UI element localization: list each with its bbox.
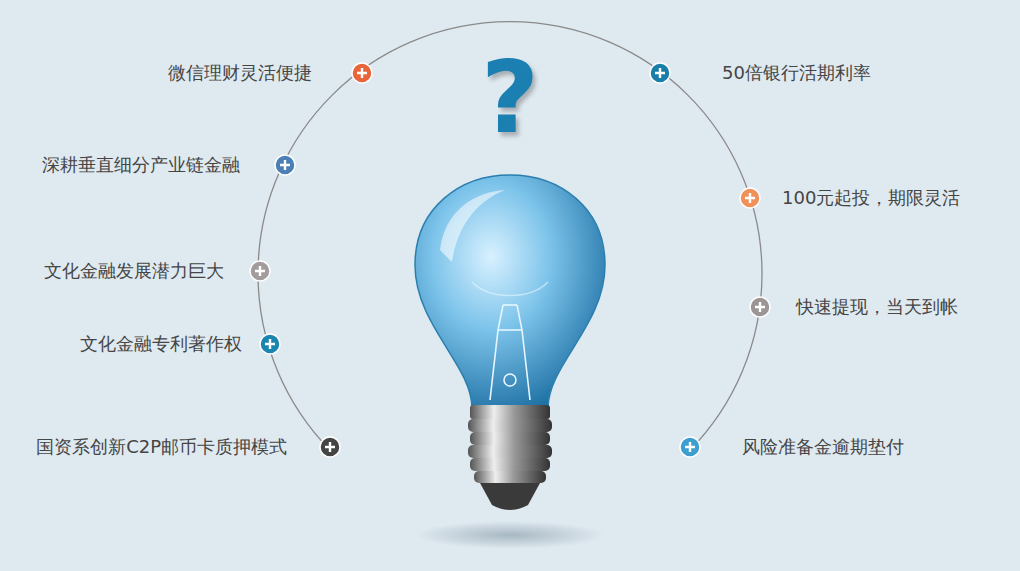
arc-line bbox=[258, 22, 762, 450]
feature-label: 50倍银行活期利率 bbox=[722, 61, 871, 85]
bulb-shadow bbox=[415, 521, 605, 549]
feature-label: 100元起投，期限灵活 bbox=[782, 186, 960, 210]
bulb-glass bbox=[415, 175, 605, 408]
feature-label: 风险准备金逾期垫付 bbox=[742, 435, 904, 459]
feature-label: 深耕垂直细分产业链金融 bbox=[42, 153, 240, 177]
feature-label: 文化金融发展潜力巨大 bbox=[44, 259, 224, 283]
bulb-base bbox=[468, 405, 552, 510]
feature-label: 快速提现，当天到帐 bbox=[796, 295, 958, 319]
question-mark: ? bbox=[460, 48, 560, 148]
feature-label: 国资系创新C2P邮币卡质押模式 bbox=[36, 435, 287, 459]
glass-highlight bbox=[440, 190, 505, 262]
feature-label: 微信理财灵活便捷 bbox=[168, 61, 312, 85]
filament bbox=[472, 282, 548, 400]
feature-label: 文化金融专利著作权 bbox=[80, 332, 242, 356]
